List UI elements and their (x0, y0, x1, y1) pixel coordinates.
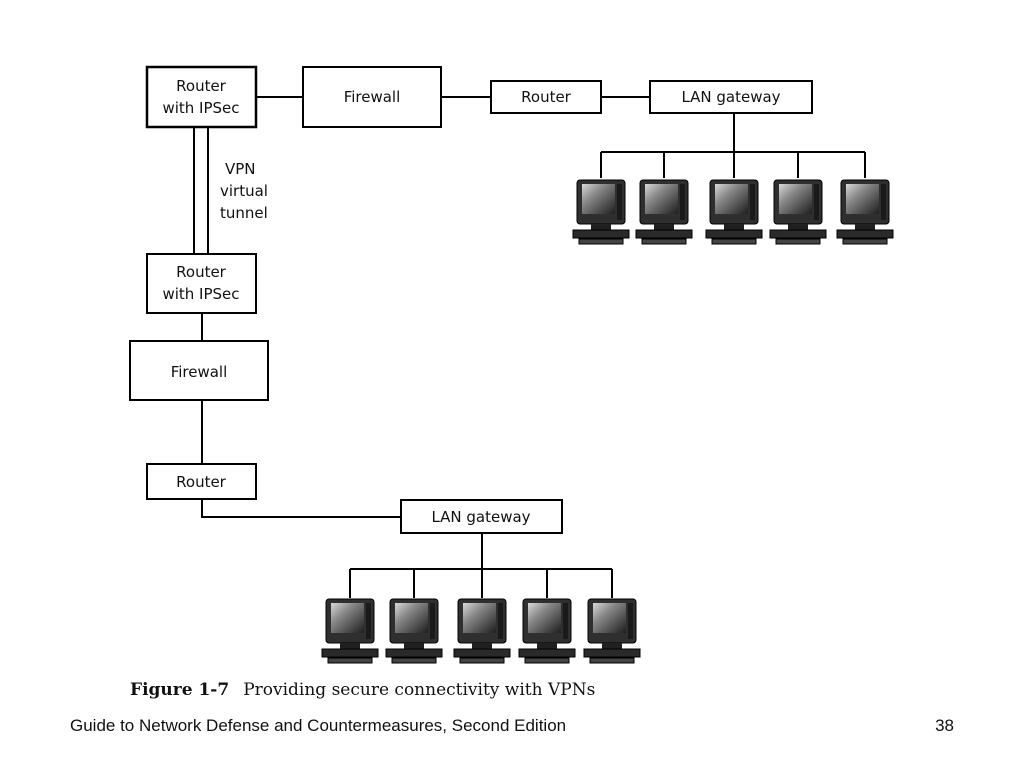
desktop-computer-icon (572, 179, 630, 245)
page-number: 38 (935, 716, 954, 735)
figure-label: Figure 1-7 (130, 680, 230, 700)
desktop-computer-icon (836, 179, 894, 245)
vpn-tunnel-label: VPN virtual tunnel (220, 160, 268, 222)
desktop-computer-icon (518, 598, 576, 664)
top-lan-gateway-label: LAN gateway (681, 88, 780, 106)
vpn-label-line1: VPN (225, 160, 256, 178)
footer-book-title: Guide to Network Defense and Countermeas… (70, 716, 567, 735)
bottom-lan-gateway-node: LAN gateway (400, 499, 563, 534)
bottom-firewall-node: Firewall (129, 340, 269, 401)
bottom-router-ipsec-label-line1: Router (176, 263, 227, 281)
top-router-node: Router (490, 80, 602, 114)
top-router-ipsec-label-line1: Router (176, 77, 227, 95)
bottom-router-ipsec-node: Router with IPSec (146, 253, 257, 314)
desktop-computer-icon (635, 179, 693, 245)
figure-caption: Figure 1-7 Providing secure connectivity … (130, 680, 595, 700)
bottom-lan-gateway-label: LAN gateway (431, 508, 530, 526)
top-firewall-node: Firewall (302, 66, 442, 128)
vpn-label-line3: tunnel (220, 204, 268, 222)
desktop-computer-icon (769, 179, 827, 245)
figure-caption-text: Providing secure connectivity with VPNs (243, 680, 596, 700)
vpn-label-line2: virtual (220, 182, 268, 200)
desktop-computer-icon (385, 598, 443, 664)
bottom-router-node: Router (146, 463, 257, 500)
top-router-ipsec-label-line2: with IPSec (162, 99, 239, 117)
bottom-router-label: Router (176, 473, 227, 491)
link-router-gateway-bottom (201, 499, 401, 518)
top-firewall-label: Firewall (344, 88, 401, 106)
bottom-router-ipsec-label-line2: with IPSec (162, 285, 239, 303)
desktop-computer-icon (705, 179, 763, 245)
top-router-label: Router (521, 88, 572, 106)
desktop-computer-icon (321, 598, 379, 664)
bottom-firewall-label: Firewall (171, 363, 228, 381)
top-router-ipsec-node: Router with IPSec (145, 65, 258, 129)
top-lan-gateway-node: LAN gateway (649, 80, 813, 114)
desktop-computer-icon (453, 598, 511, 664)
desktop-computer-icon (583, 598, 641, 664)
